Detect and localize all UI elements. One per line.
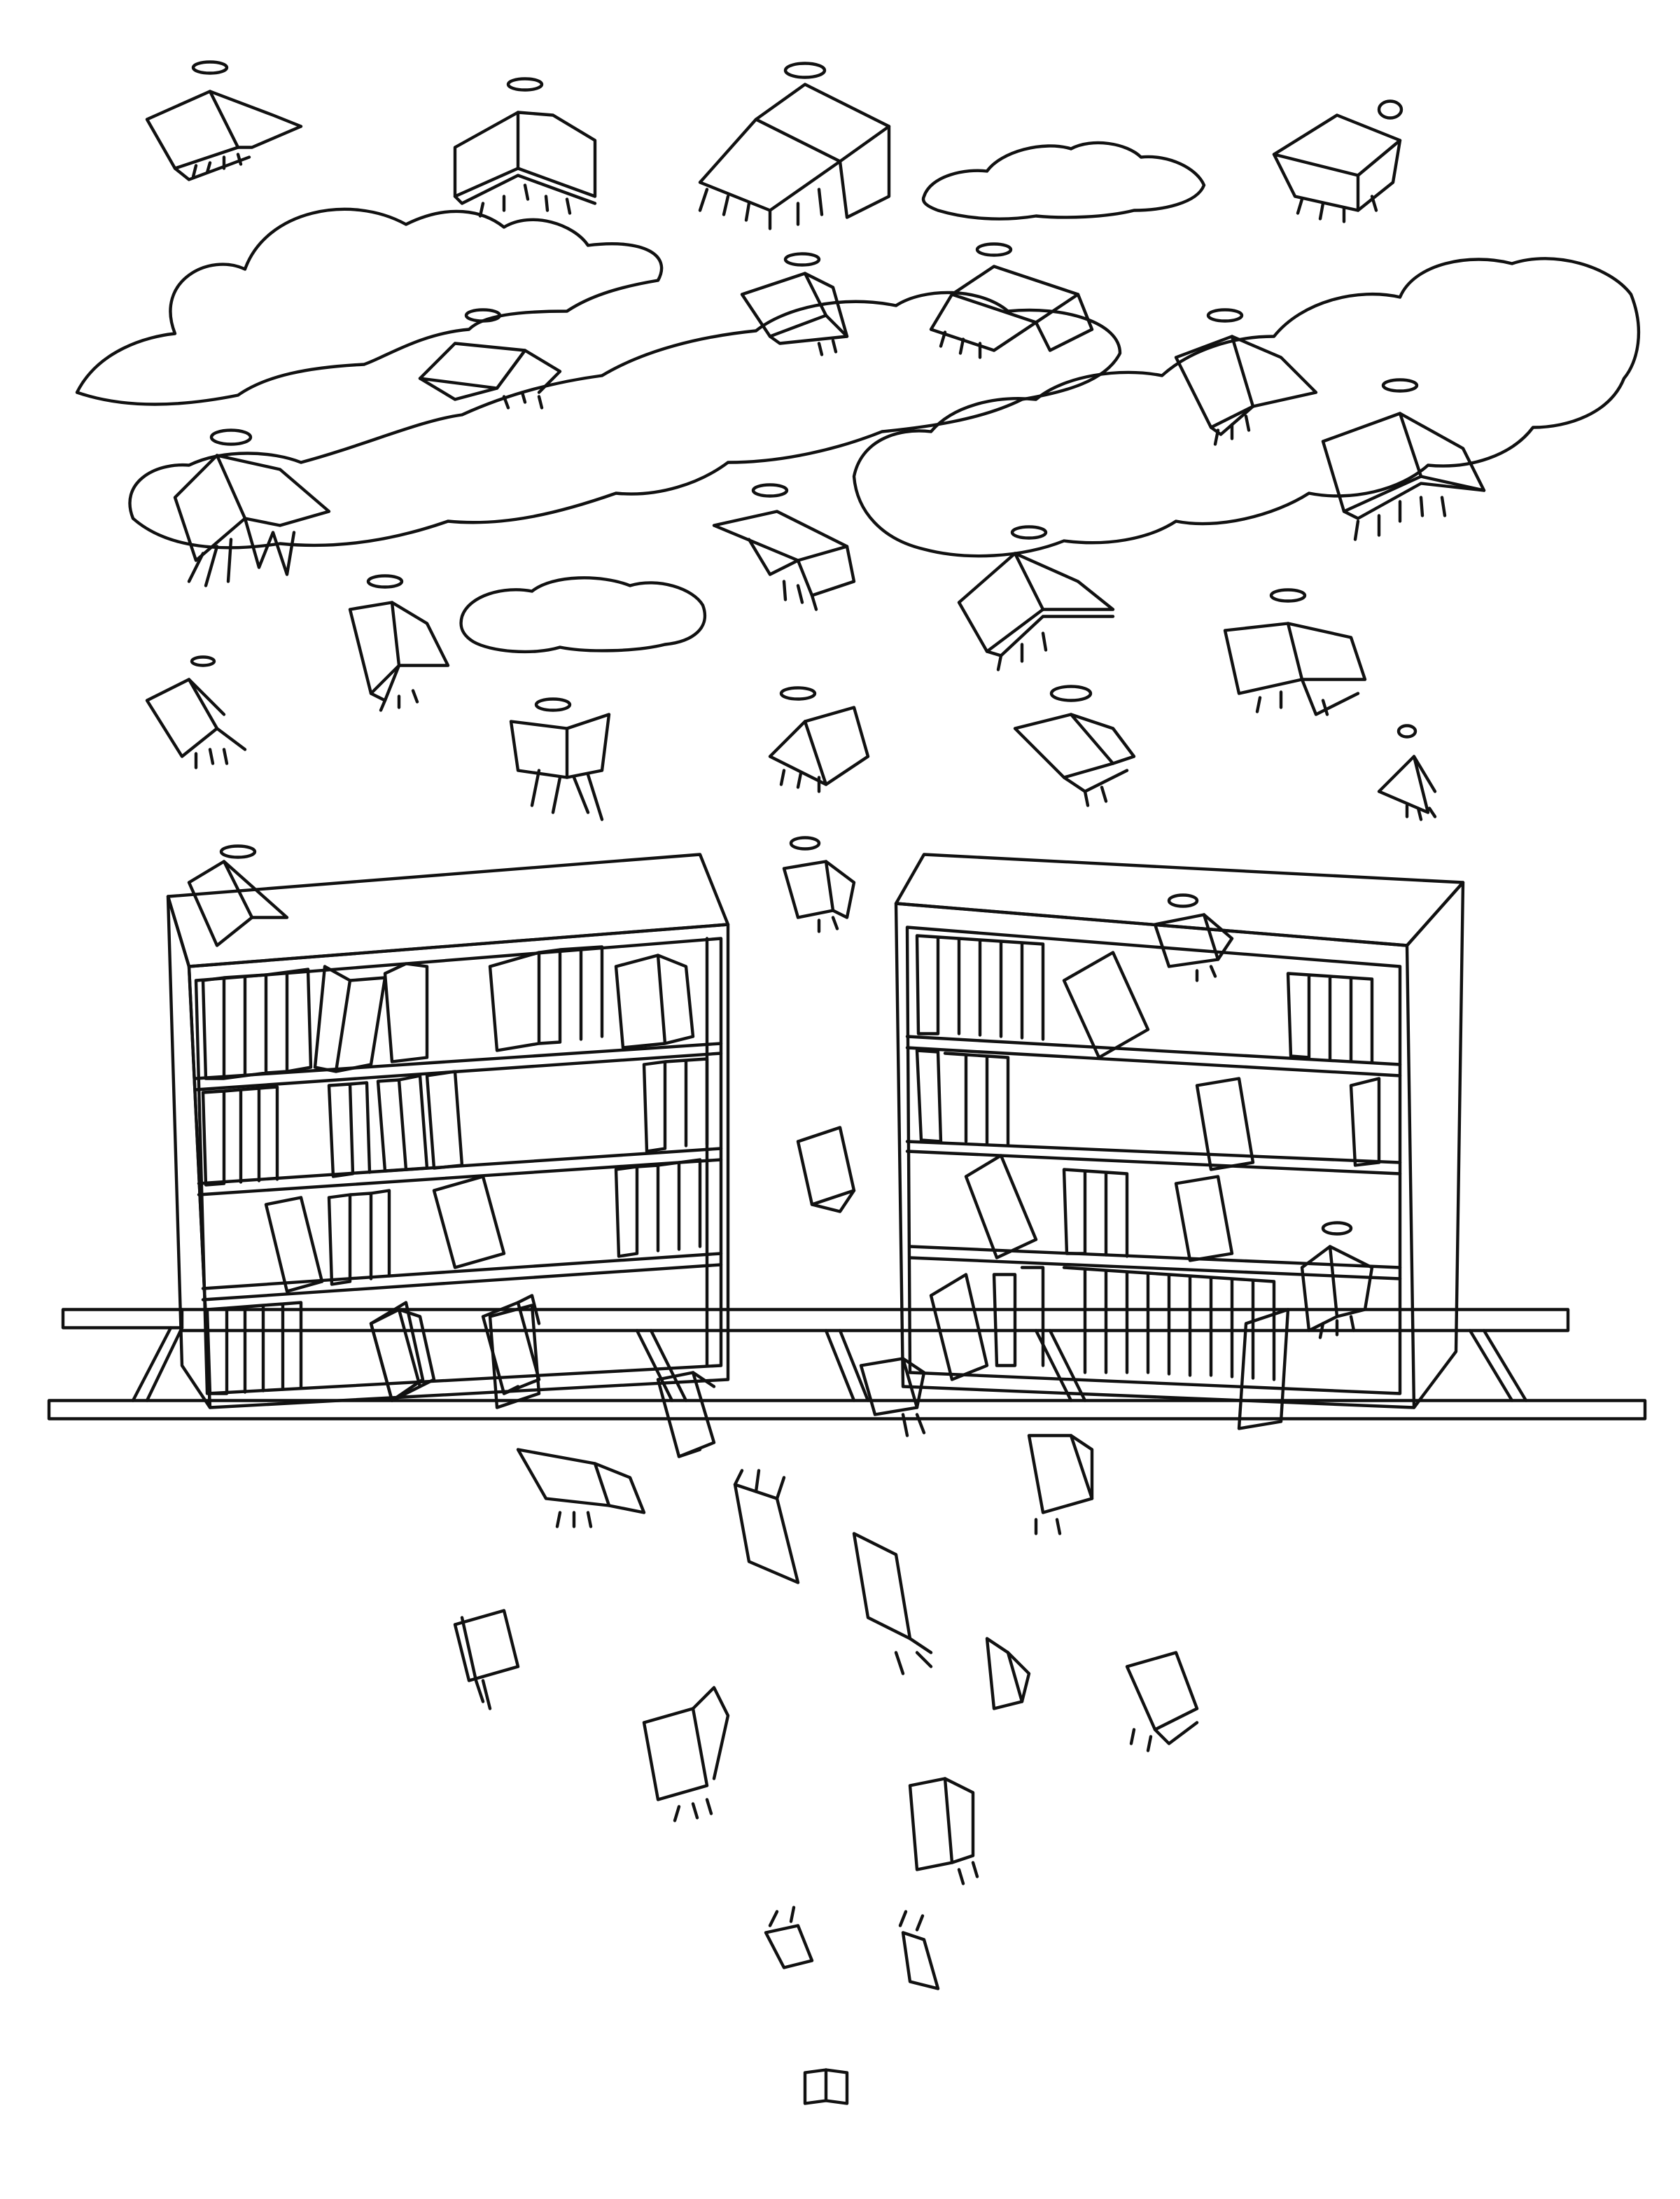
cloud-top-right xyxy=(921,141,1206,221)
falling-book xyxy=(908,1777,979,1885)
shelf-books xyxy=(264,1158,702,1293)
shelf-books xyxy=(964,1154,1234,1262)
halo-icon xyxy=(975,242,1013,257)
cloud-left xyxy=(75,207,664,406)
halo-icon xyxy=(1167,893,1199,908)
flying-book-with-halo xyxy=(957,525,1115,671)
falling-books xyxy=(369,1126,1199,2105)
falling-book xyxy=(453,1609,520,1710)
flying-book-with-halo xyxy=(145,655,247,769)
falling-book xyxy=(656,1371,716,1458)
clouds xyxy=(75,141,1641,654)
flying-book-with-halo xyxy=(418,308,562,410)
halo-icon xyxy=(1206,308,1244,323)
halo-icon xyxy=(534,697,572,712)
flying-book-with-halo xyxy=(768,686,870,793)
cloud-right-large xyxy=(852,257,1641,558)
halo-icon xyxy=(1321,1221,1353,1236)
falling-book xyxy=(1125,1651,1199,1752)
shelf-books xyxy=(915,934,1374,1063)
flying-book-with-halo xyxy=(782,836,856,933)
flying-book-with-halo xyxy=(453,77,597,218)
halo-icon xyxy=(190,655,216,667)
shelf-books xyxy=(915,1049,1381,1171)
falling-book xyxy=(481,1294,541,1395)
flying-book-with-halo xyxy=(348,574,450,712)
halo-icon xyxy=(1396,724,1418,739)
flying-book-with-halo xyxy=(712,483,856,611)
flying-book-with-halo xyxy=(187,844,289,947)
falling-book xyxy=(1027,1434,1094,1535)
flying-book-with-halo xyxy=(1223,588,1367,716)
halo-icon xyxy=(464,308,502,323)
falling-book xyxy=(733,1469,800,1584)
shelf-books xyxy=(929,1266,1290,1430)
halo-icon xyxy=(779,686,817,701)
flying-book-with-halo xyxy=(1321,378,1486,541)
halo-icon xyxy=(1381,378,1419,393)
halo-icon xyxy=(1010,525,1048,540)
flying-book-with-halo xyxy=(1300,1221,1374,1339)
falling-book xyxy=(898,1910,940,1990)
halo-icon xyxy=(366,574,404,589)
cloud-lower-small xyxy=(459,576,707,654)
flying-book-with-halo xyxy=(929,242,1094,359)
flying-book-with-halo xyxy=(1174,308,1318,446)
halo-icon xyxy=(506,77,544,92)
falling-book xyxy=(796,1126,856,1213)
falling-book xyxy=(859,1357,926,1437)
halo-icon xyxy=(1049,685,1093,702)
flying-book-with-halo xyxy=(173,428,331,587)
falling-book xyxy=(852,1532,933,1675)
falling-book xyxy=(764,1906,814,1969)
halo-icon xyxy=(783,252,821,267)
halo-icon xyxy=(1269,588,1307,603)
halo-icon xyxy=(191,60,229,75)
shelf-books xyxy=(201,945,695,1080)
haloed-books xyxy=(145,60,1486,933)
halo-icon xyxy=(783,62,827,79)
flying-book-with-halo xyxy=(1013,685,1136,807)
falling-book xyxy=(369,1308,436,1402)
shelf-books xyxy=(201,1057,709,1187)
falling-book xyxy=(803,2068,849,2105)
bookshelf-right xyxy=(187,844,1465,1430)
halo-icon xyxy=(219,844,257,859)
flying-book-with-halo xyxy=(1377,724,1437,821)
falling-book xyxy=(642,1686,730,1822)
flying-book-with-halo xyxy=(145,60,303,181)
bookshelf-left xyxy=(166,853,730,1409)
flying-book-with-halo xyxy=(1153,893,1234,982)
falling-book xyxy=(516,1448,646,1528)
cloud-center xyxy=(128,291,1122,550)
flying-book-with-halo xyxy=(1272,99,1404,223)
flying-book-with-halo xyxy=(509,697,611,821)
flying-book-with-halo xyxy=(698,62,891,230)
falling-book xyxy=(985,1637,1031,1710)
halo-icon xyxy=(751,483,789,498)
halo-icon xyxy=(789,836,821,851)
flying-book-with-halo xyxy=(740,252,849,356)
halo-icon xyxy=(1377,99,1404,120)
halo-icon xyxy=(209,428,253,446)
